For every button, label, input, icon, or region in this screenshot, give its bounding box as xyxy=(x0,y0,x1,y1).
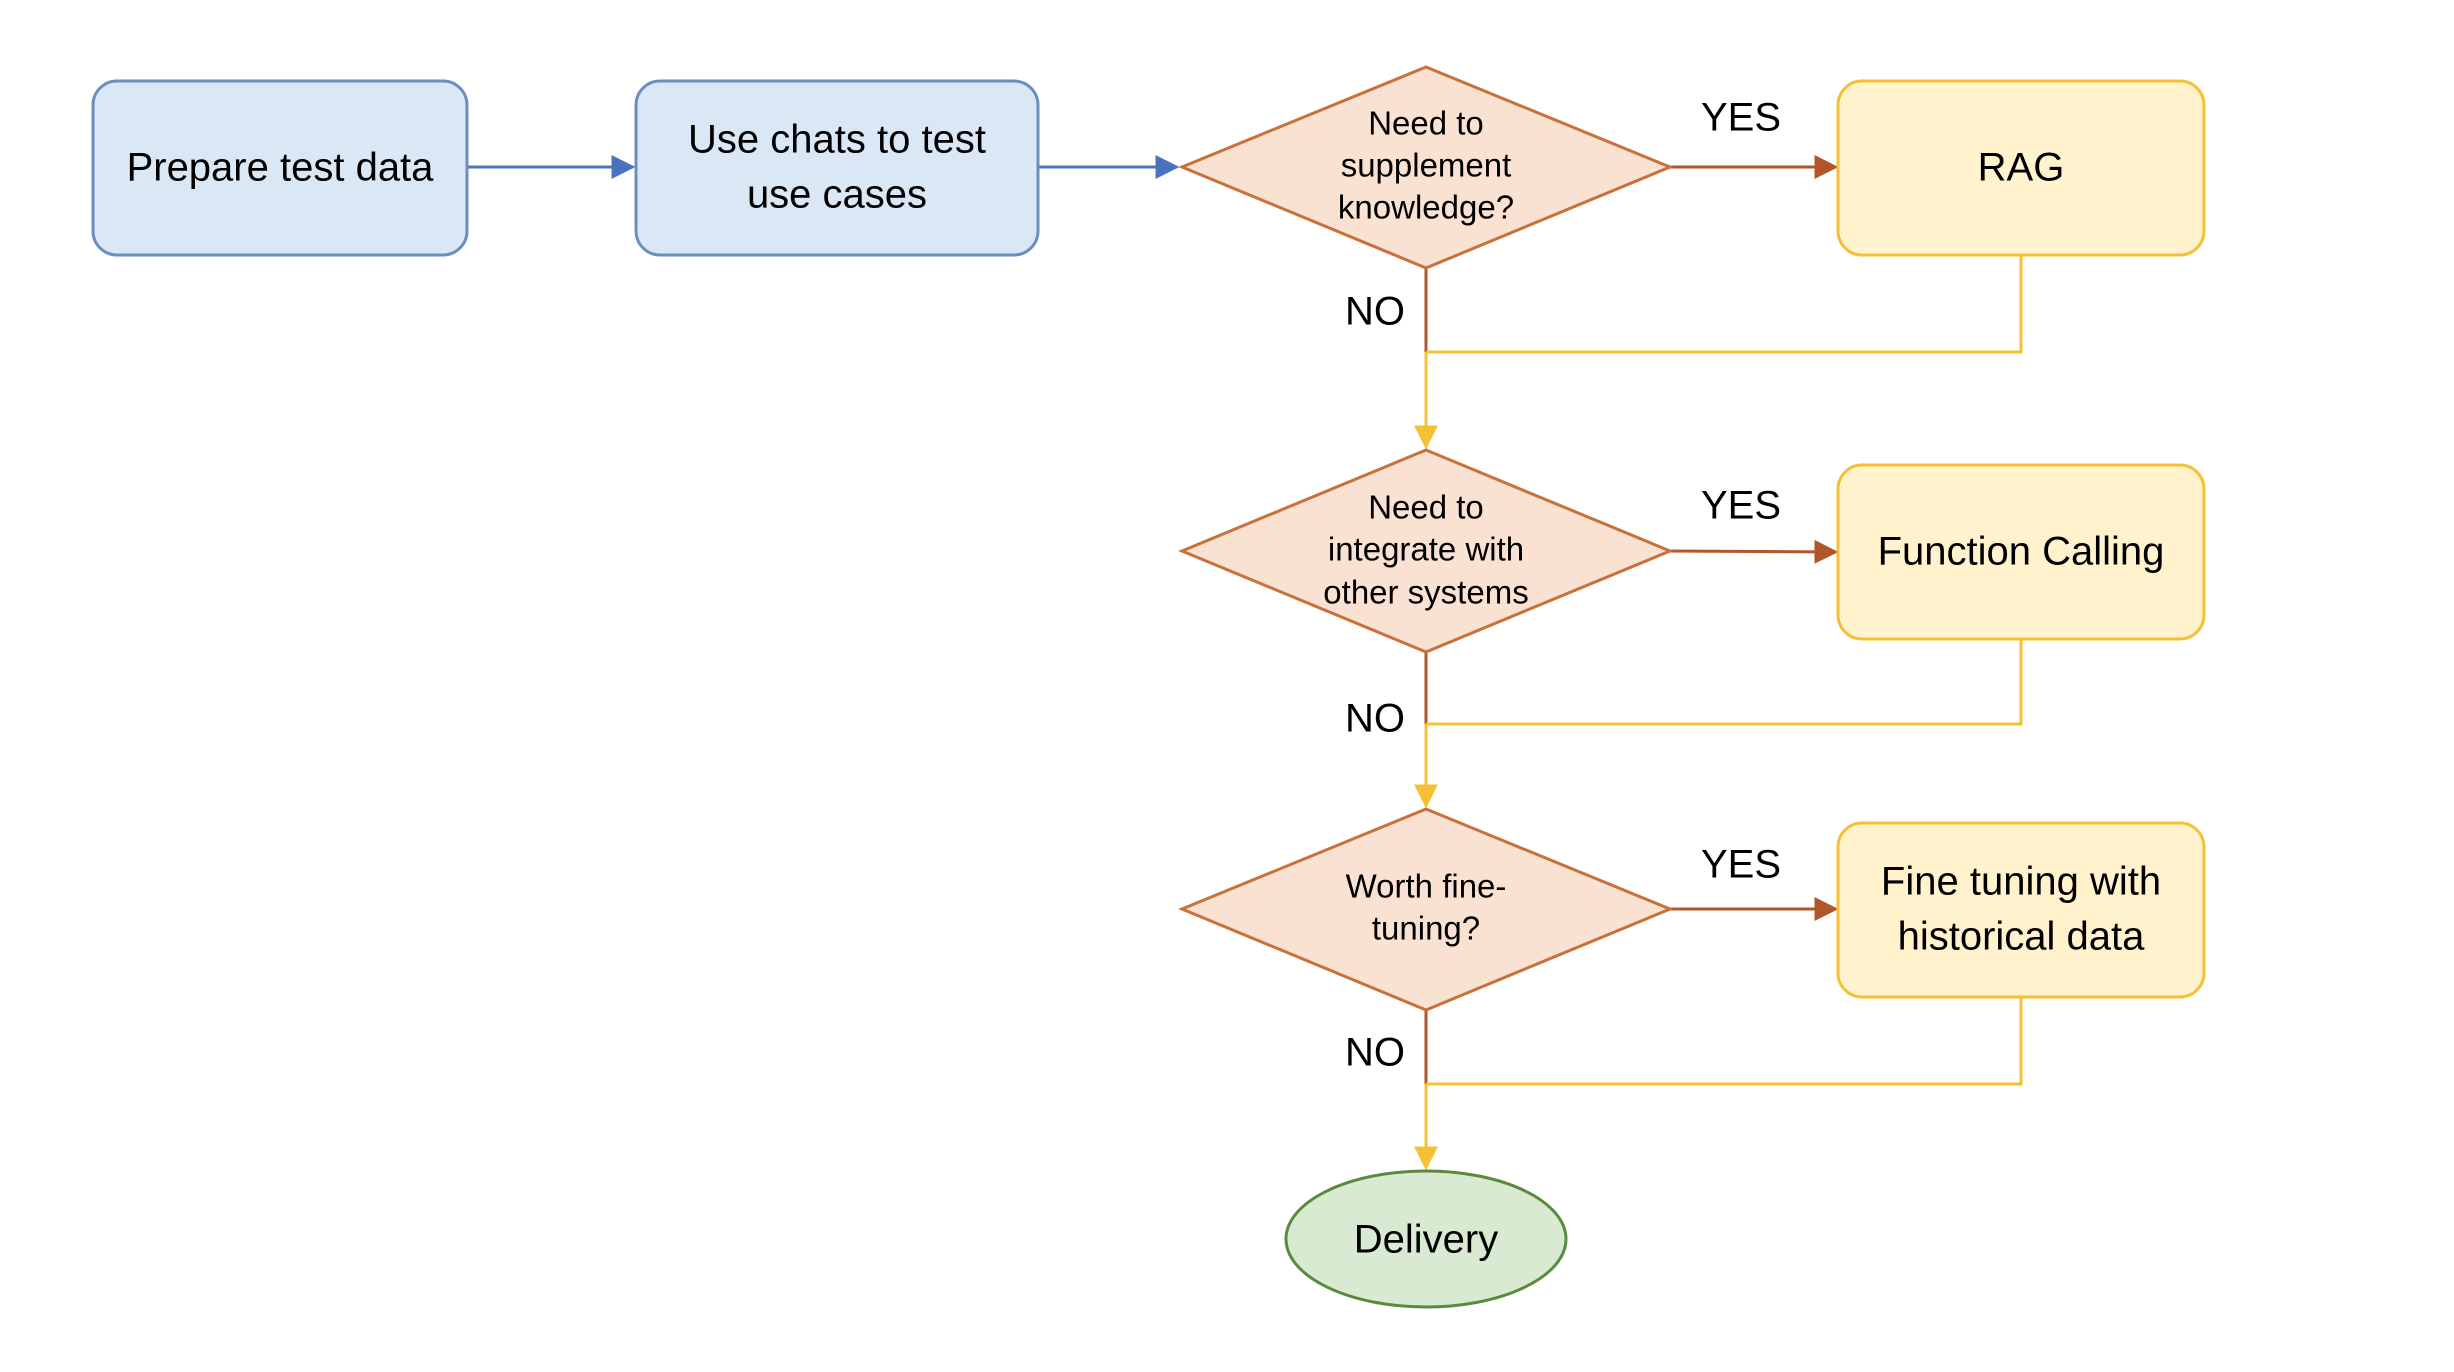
edge-yes-to-function-calling xyxy=(1669,539,1839,564)
no-label-2: NO xyxy=(1345,697,1405,741)
delivery-label: Delivery xyxy=(1354,1218,1498,1262)
no-label-1: NO xyxy=(1345,290,1405,334)
use-chats-label-line1: Use chats to test xyxy=(688,118,986,162)
fine-tuning-label-line1: Fine tuning with xyxy=(1881,860,2161,904)
rag-label: RAG xyxy=(1978,146,2065,190)
decision-integrate-line3: other systems xyxy=(1323,574,1528,611)
decision-finetune-line1: Worth fine- xyxy=(1346,868,1507,905)
function-calling-box: Function Calling xyxy=(1836,463,2206,641)
decision-supplement-knowledge: Need to supplement knowledge? xyxy=(1178,65,1674,270)
function-calling-label: Function Calling xyxy=(1878,530,2165,574)
fine-tuning-box: Fine tuning with historical data xyxy=(1836,821,2206,999)
decision-knowledge-line2: supplement xyxy=(1341,147,1512,184)
prepare-test-data-box: Prepare test data xyxy=(91,79,469,257)
edge-fine-tuning-return xyxy=(1426,998,2023,1086)
use-chats-box: Use chats to test use cases xyxy=(634,79,1040,257)
decision-knowledge-line3: knowledge? xyxy=(1338,189,1514,226)
yes-label-3: YES xyxy=(1701,843,1781,887)
decision-integrate-line2: integrate with xyxy=(1328,531,1524,568)
delivery-terminal: Delivery xyxy=(1284,1169,1568,1309)
decision-knowledge-line1: Need to xyxy=(1368,105,1484,142)
fine-tuning-label-line2: historical data xyxy=(1898,915,2146,959)
decision-worth-finetuning: Worth fine- tuning? xyxy=(1178,807,1674,1012)
no-label-3: NO xyxy=(1345,1031,1405,1075)
decision-finetune-line2: tuning? xyxy=(1372,910,1480,947)
yes-label-1: YES xyxy=(1701,96,1781,140)
yes-label-2: YES xyxy=(1701,484,1781,528)
rag-box: RAG xyxy=(1836,79,2206,257)
decision-integrate-systems: Need to integrate with other systems xyxy=(1178,448,1674,654)
edge-rag-return xyxy=(1426,255,2023,354)
decision-integrate-line1: Need to xyxy=(1368,489,1484,526)
edge-function-calling-return xyxy=(1426,640,2023,726)
use-chats-label-line2: use cases xyxy=(747,173,927,217)
prepare-test-data-label: Prepare test data xyxy=(127,146,435,190)
